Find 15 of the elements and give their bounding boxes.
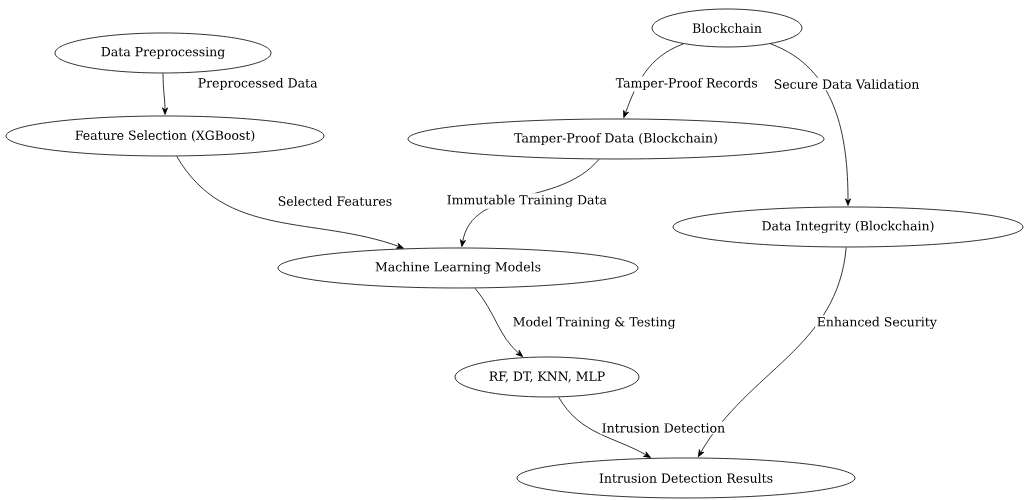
arrow (558, 396, 651, 458)
edge-label: Secure Data Validation (772, 77, 921, 91)
edge-label: Selected Features (276, 194, 394, 208)
arrow (697, 247, 847, 458)
edge-label: Tamper-Proof Records (614, 76, 760, 92)
edge-label: Preprocessed Data (196, 76, 320, 92)
arrow (770, 43, 851, 206)
edge-label: Immutable Training Data (445, 193, 609, 209)
edge-label: Model Training & Testing (511, 315, 678, 331)
arrow (176, 155, 404, 249)
edge-label: Enhanced Security (815, 315, 939, 331)
arrow (623, 43, 684, 118)
edge-label: Intrusion Detection (600, 421, 727, 435)
arrow (474, 287, 524, 357)
arrow (162, 73, 168, 115)
